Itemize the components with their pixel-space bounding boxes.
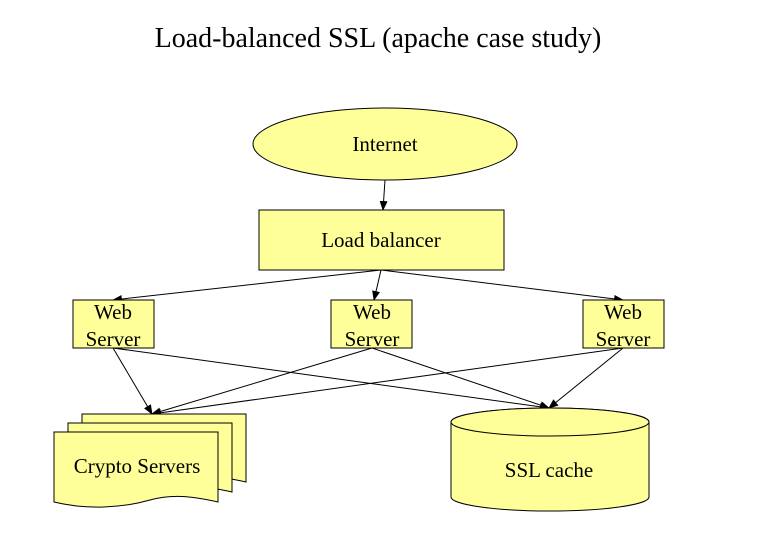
edge-load-balancer-to-web-server-center [372,269,382,301]
web-server-center-label-line2: Server [345,327,400,351]
crypto-servers-doc-front [53,431,219,508]
web-server-left-node: Web Server [72,299,155,351]
edge-internet-to-load-balancer [379,179,388,211]
web-server-right-label-line2: Server [596,327,651,351]
edge-web-server-right-to-ssl-cache [548,347,624,409]
internet-ellipse [252,107,518,181]
load-balancer-node: Load balancer [258,209,505,271]
internet-label: Internet [352,132,417,156]
internet-node: Internet [252,107,518,181]
edges [112,179,624,417]
edge-web-server-right-to-crypto-servers [151,347,624,417]
load-balancer-box [258,209,505,271]
load-balancer-label: Load balancer [321,228,441,252]
edge-load-balancer-to-web-server-right [380,269,624,303]
web-server-left-box [72,299,155,349]
web-server-center-label-line1: Web [353,300,391,324]
web-server-center-node: Web Server [330,299,413,351]
edge-web-server-left-to-crypto-servers [112,347,153,415]
ssl-cache-cylinder-top [450,407,650,437]
crypto-servers-node: Crypto Servers [53,413,247,508]
crypto-servers-label: Crypto Servers [74,454,201,478]
edge-load-balancer-to-web-server-left [112,269,382,303]
edge-web-server-center-to-crypto-servers [151,347,373,416]
ssl-cache-label: SSL cache [505,458,593,482]
web-server-left-label-line1: Web [94,300,132,324]
edge-web-server-left-to-ssl-cache [112,347,550,411]
diagram-title: Load-balanced SSL (apache case study) [155,23,602,54]
web-server-right-label-line1: Web [604,300,642,324]
web-server-left-label-line2: Server [86,327,141,351]
ssl-cache-node: SSL cache [450,407,650,512]
edge-web-server-center-to-ssl-cache [371,347,550,409]
web-server-right-node: Web Server [582,299,665,351]
web-server-right-box [582,299,665,349]
web-server-center-box [330,299,413,349]
